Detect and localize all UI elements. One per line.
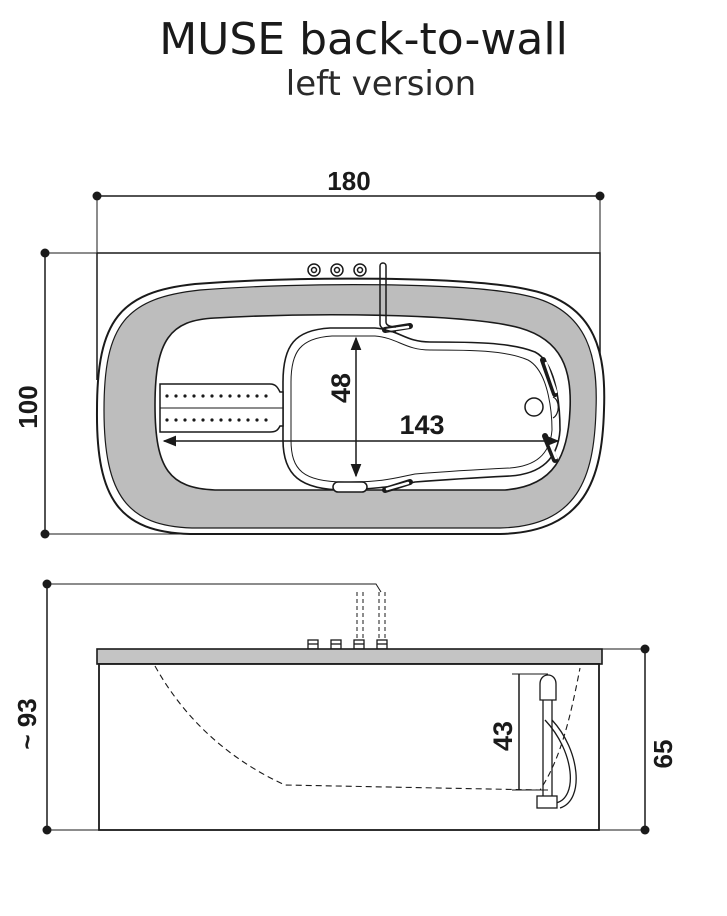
depth-label: 100 (13, 385, 43, 428)
side-view: ~ 93 (12, 579, 678, 835)
inner-length-label: 143 (399, 410, 444, 440)
top-view: 180 100 (13, 166, 606, 539)
inner-width-dimension: 48 (326, 336, 362, 478)
total-height-label: ~ 93 (12, 698, 42, 749)
tub-deck (96, 648, 603, 665)
seat-height-label: 43 (488, 721, 518, 751)
width-label: 180 (327, 166, 370, 196)
tub-height-dimension: 65 (599, 644, 678, 835)
drawing-title: MUSE back-to-wall (159, 14, 568, 65)
faucet-knobs-icon (307, 639, 388, 650)
hand-shower-icon (536, 674, 577, 809)
faucet-controls-icon (307, 262, 387, 277)
inner-length-dimension: 143 (162, 410, 560, 447)
total-height-dimension: ~ 93 (12, 579, 382, 835)
width-dimension: 180 (92, 166, 605, 253)
tub-height-label: 65 (648, 740, 678, 769)
drawing-subtitle: left version (285, 64, 477, 104)
inner-width-label: 48 (326, 373, 356, 403)
seat-height-dimension: 43 (488, 673, 548, 791)
drain-icon (524, 397, 544, 417)
tub-body (98, 663, 600, 831)
air-jet-strip (159, 383, 284, 433)
